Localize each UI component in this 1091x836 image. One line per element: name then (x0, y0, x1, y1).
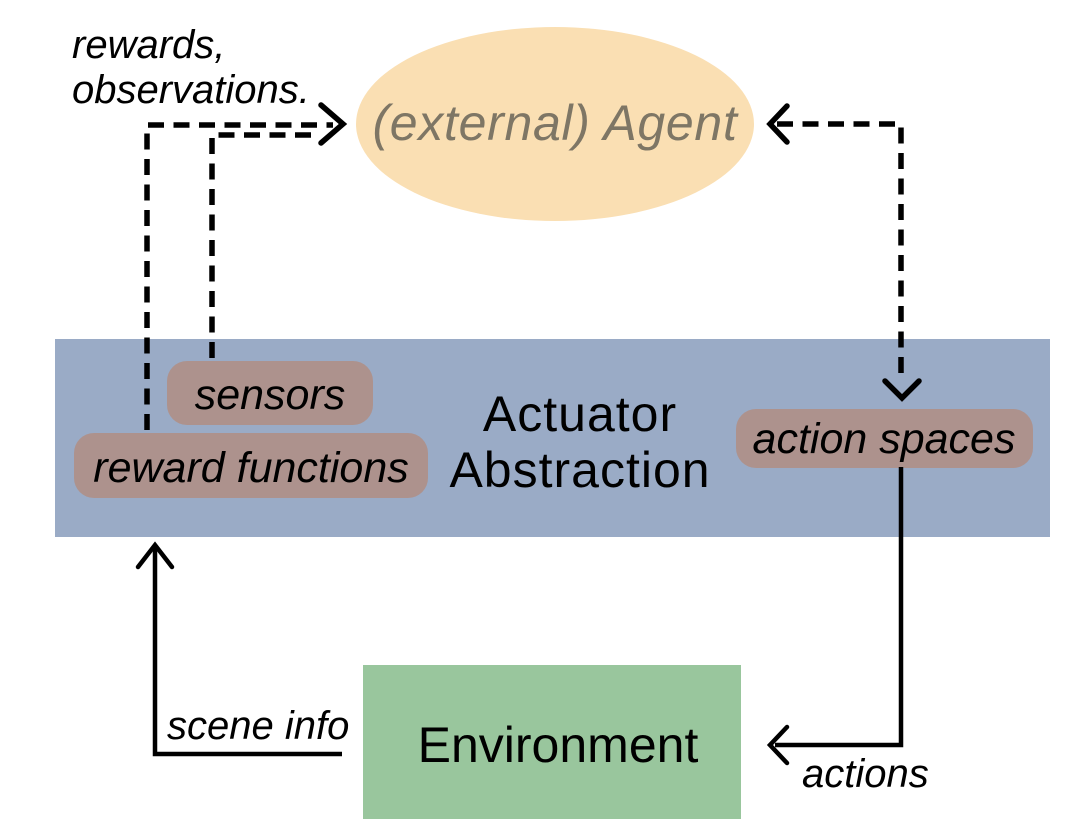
svg-text:scene info: scene info (167, 704, 349, 748)
svg-text:observations.: observations. (72, 68, 310, 112)
svg-text:action spaces: action spaces (753, 415, 1016, 463)
svg-text:sensors: sensors (195, 371, 346, 419)
svg-text:rewards,: rewards, (72, 23, 225, 67)
svg-text:actions: actions (802, 752, 929, 796)
svg-text:Environment: Environment (418, 717, 699, 773)
svg-text:reward functions: reward functions (93, 444, 409, 492)
svg-text:Actuator: Actuator (483, 386, 677, 442)
svg-text:Abstraction: Abstraction (449, 442, 710, 498)
svg-text:(external) Agent: (external) Agent (372, 95, 738, 151)
